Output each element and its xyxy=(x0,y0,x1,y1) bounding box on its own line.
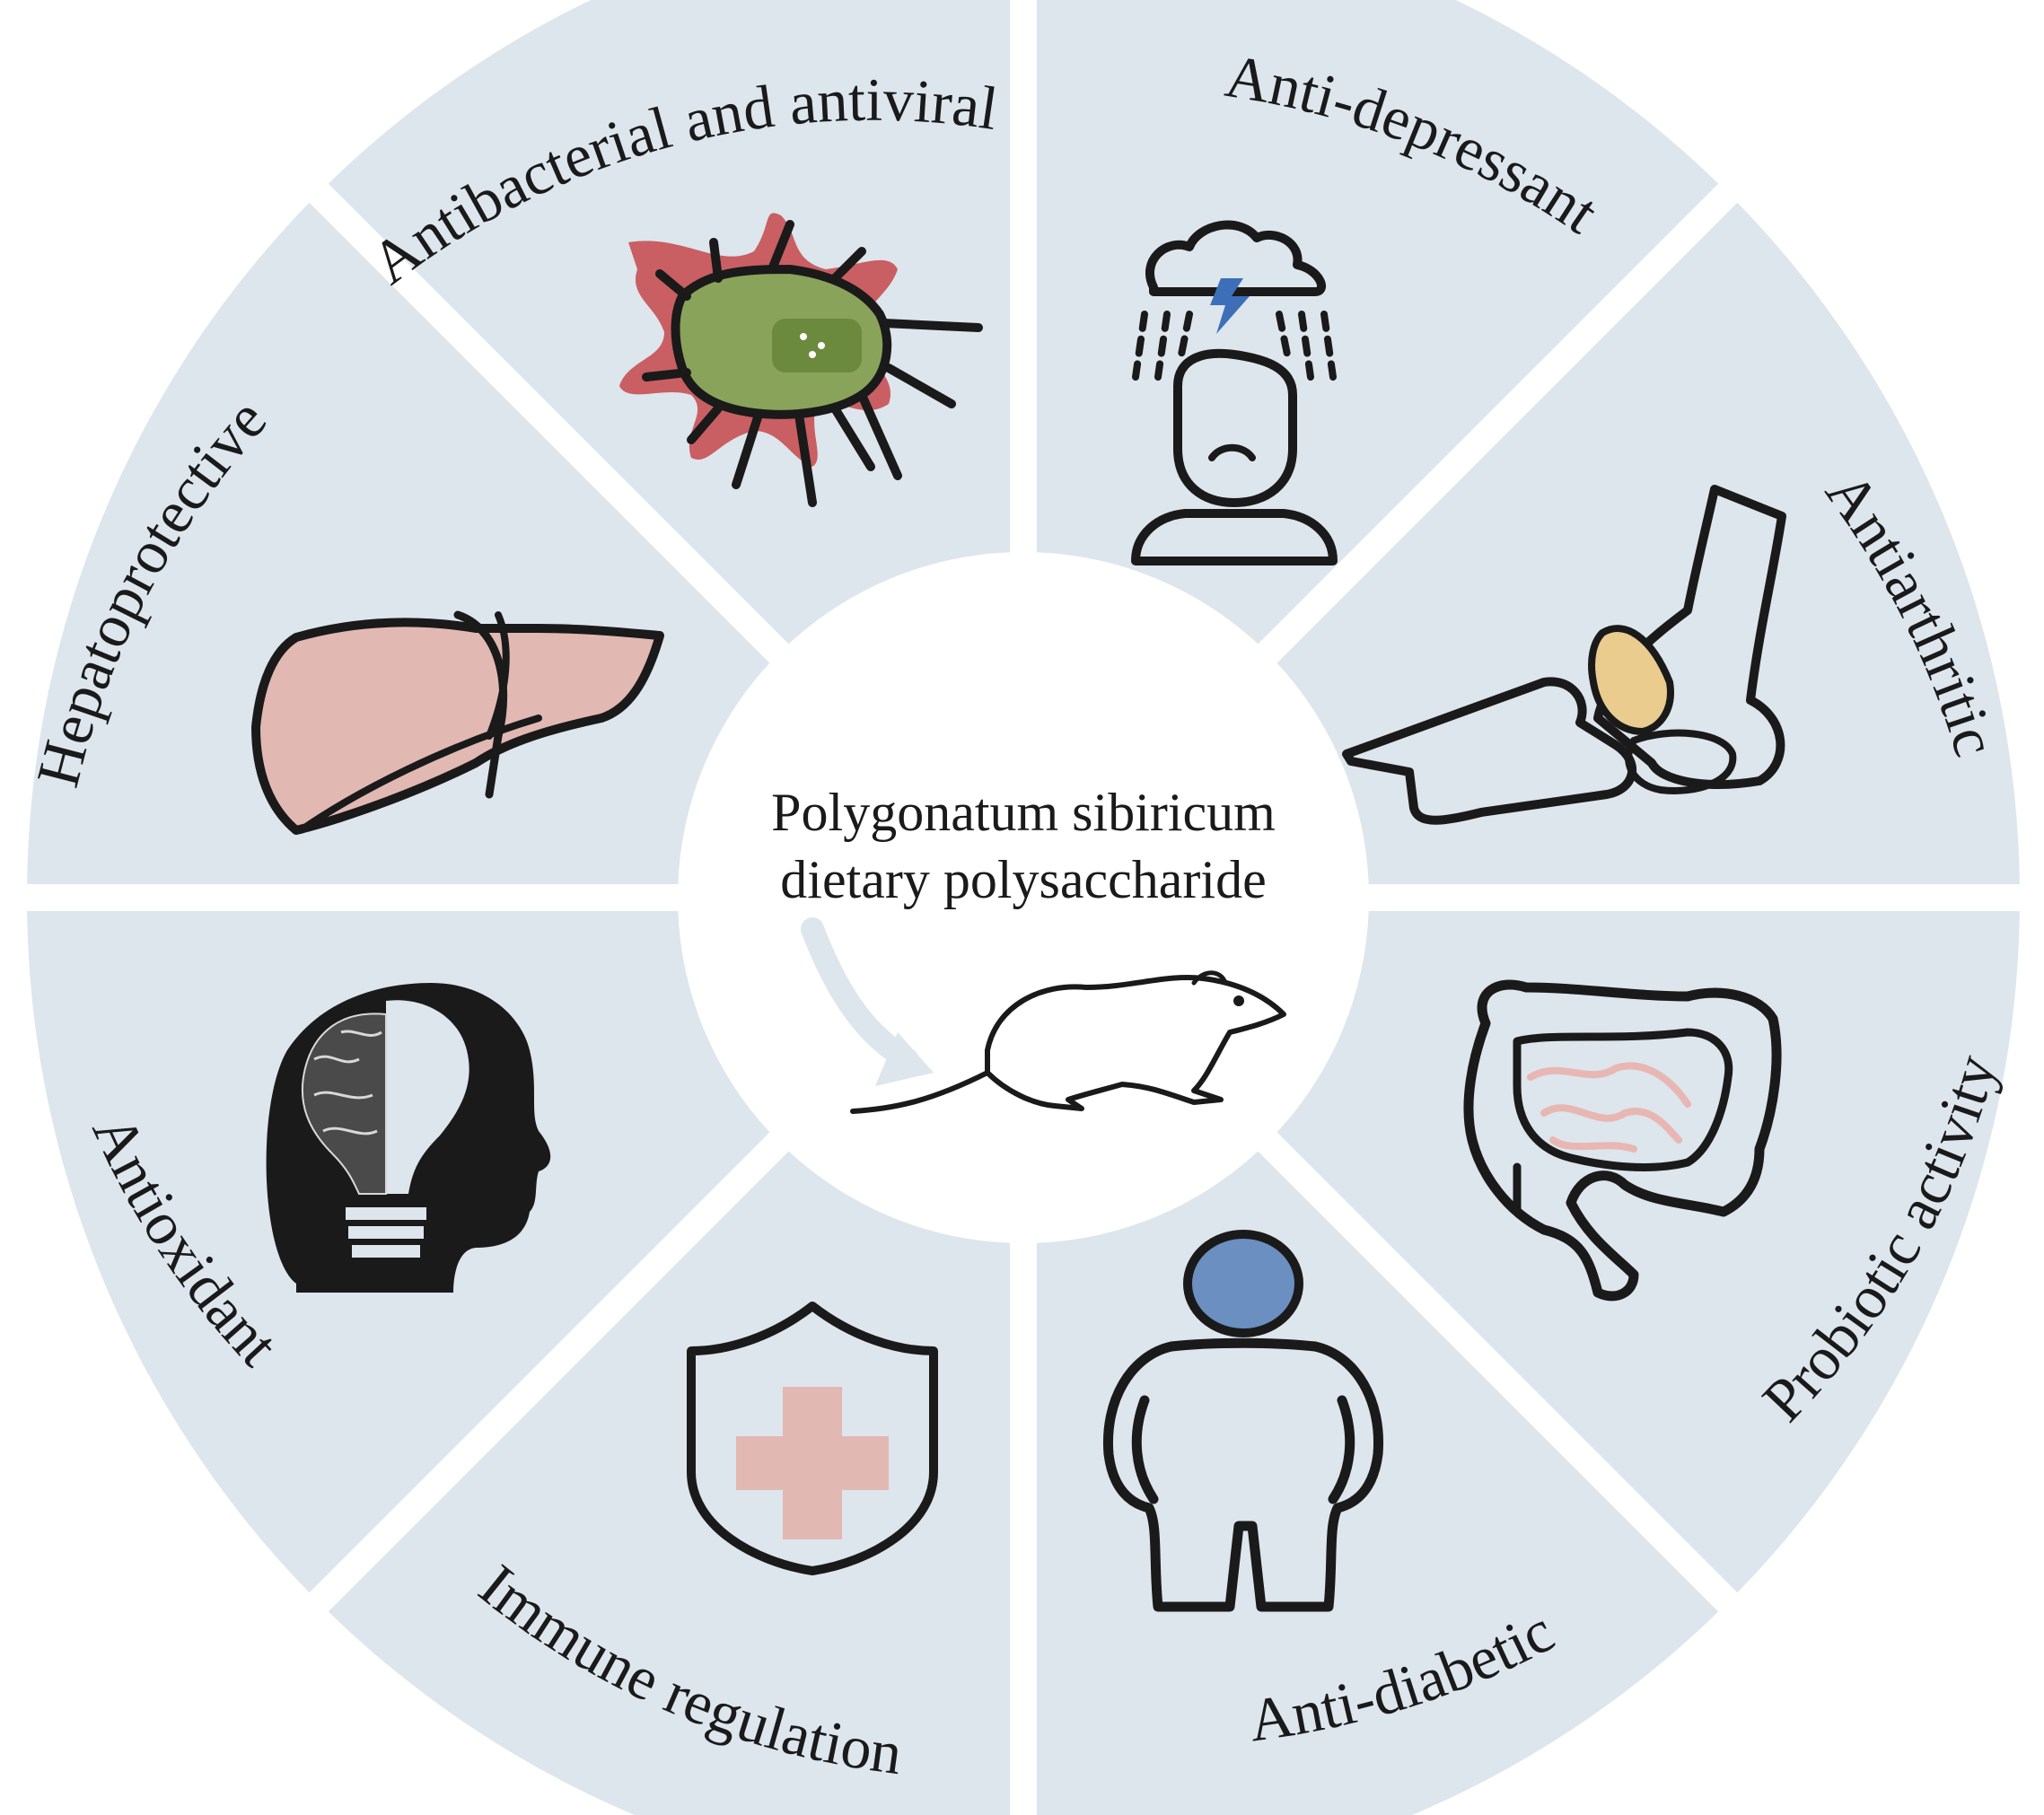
depressed-person-icon xyxy=(1131,220,1338,566)
center-title-line2: dietary polysaccharide xyxy=(780,850,1266,909)
shield-cross-icon xyxy=(687,1302,938,1575)
liver-icon xyxy=(251,610,664,835)
segment-5 xyxy=(328,1151,1010,1815)
obese-person-icon xyxy=(1102,1230,1384,1612)
arrow-icon xyxy=(801,917,934,1086)
segment-3 xyxy=(1276,910,2020,1593)
mouse-icon xyxy=(850,970,1286,1114)
intestine-icon xyxy=(1463,979,1782,1302)
head-lightbulb-icon xyxy=(266,983,551,1293)
joint-icon xyxy=(1342,485,1786,825)
center-title-line1: Polygonatum sibiricum xyxy=(771,783,1276,842)
segment-1 xyxy=(1037,0,1719,644)
virus-icon xyxy=(619,213,983,507)
